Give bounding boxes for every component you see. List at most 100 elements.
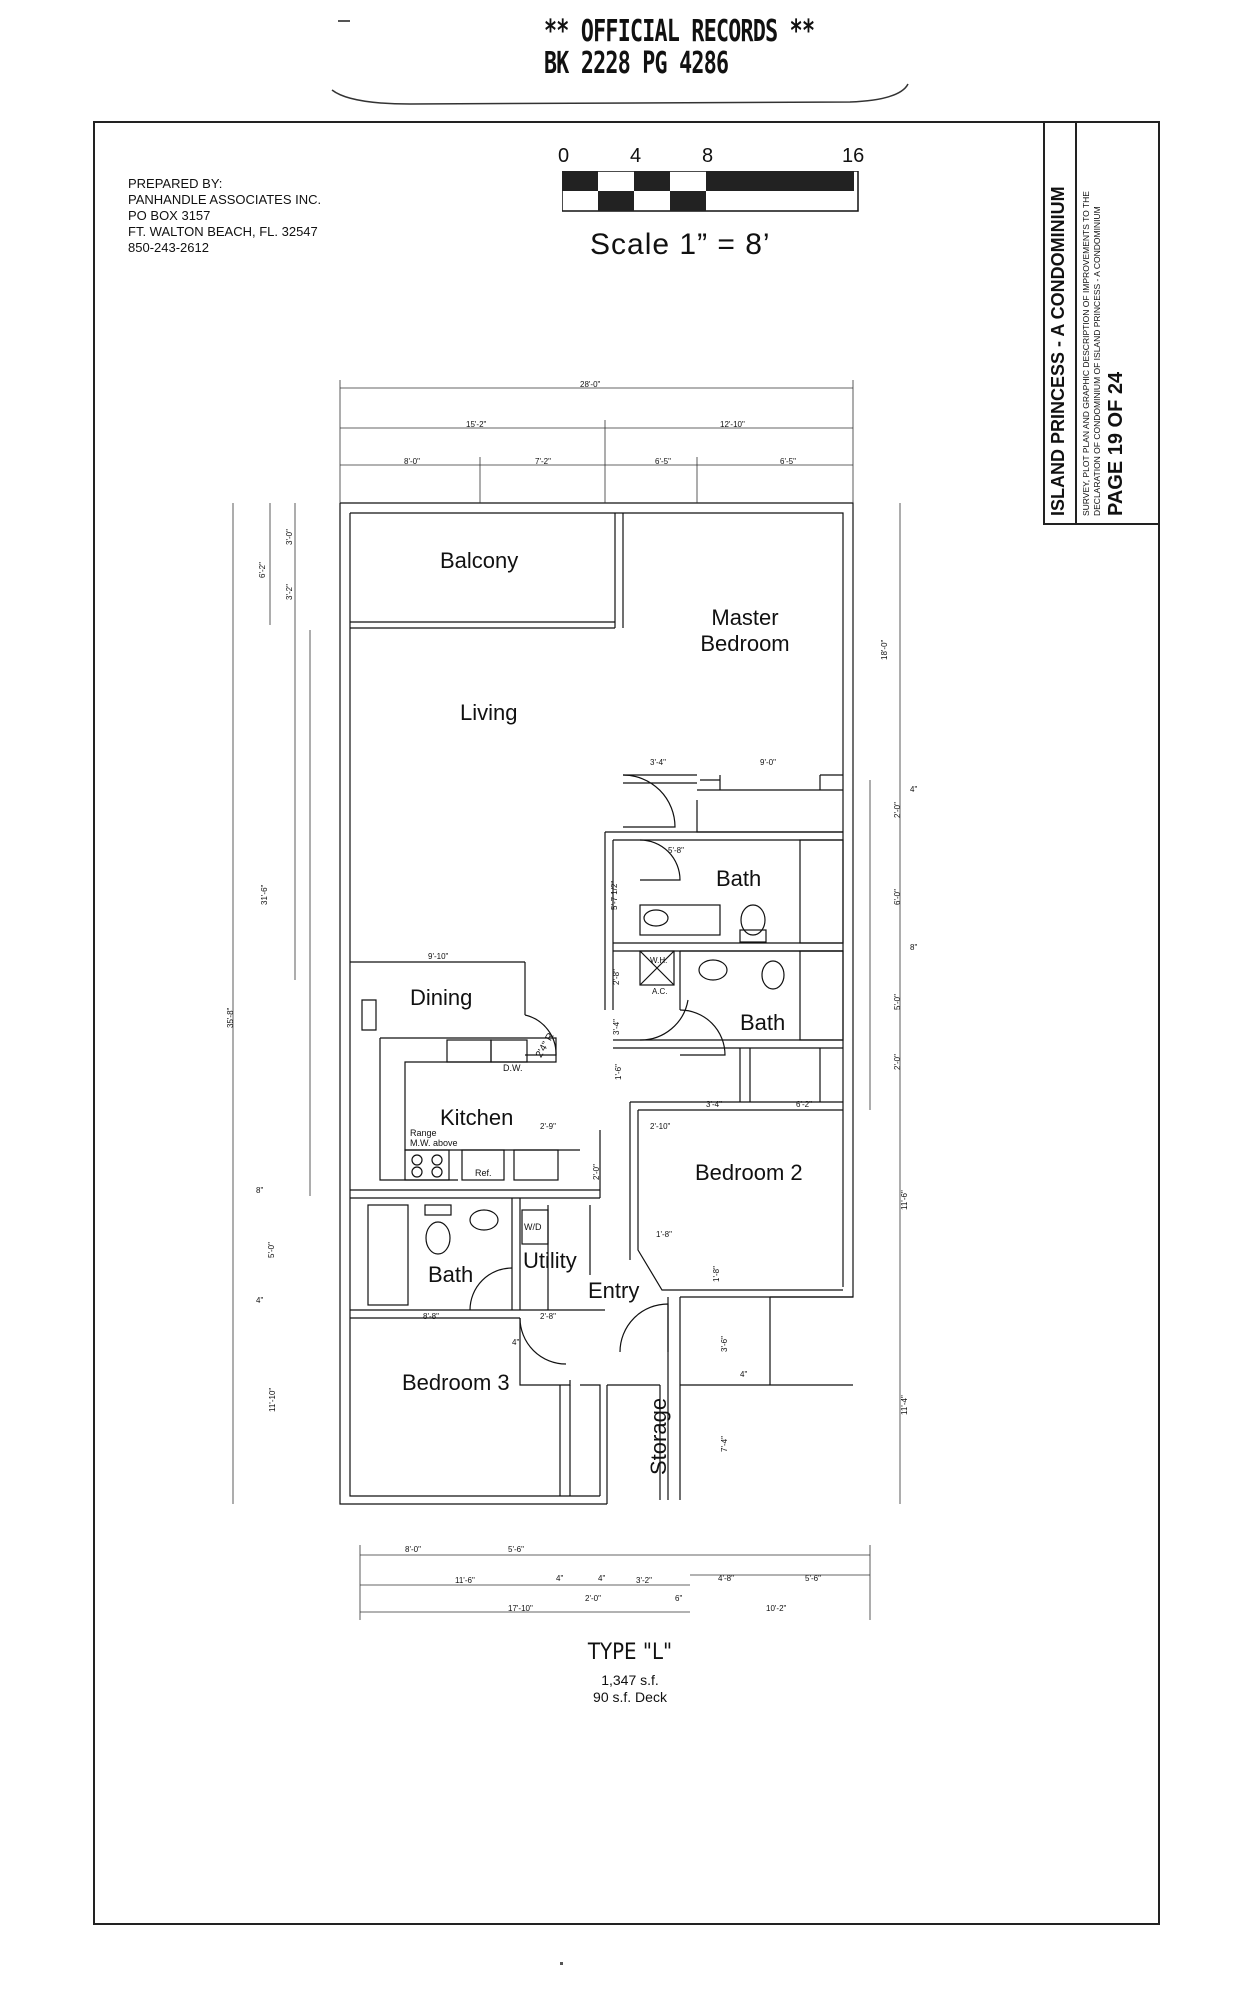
bath1-walls xyxy=(604,831,843,1010)
room-kitchen: Kitchen xyxy=(440,1105,514,1130)
dim-bot-f: 3'-2" xyxy=(636,1576,652,1585)
dim-right-h: 4" xyxy=(910,785,918,794)
dim-right-a: 18'-0" xyxy=(880,639,889,660)
official-records-line1: ** OFFICIAL RECORDS ** xyxy=(544,14,815,49)
kitchen-sink xyxy=(446,1039,492,1063)
title-block-divider xyxy=(1075,121,1077,523)
dim-bath-a: 5'-8" xyxy=(668,846,684,855)
dim-st-c: 4" xyxy=(740,1370,748,1379)
dim-left-d: 31'-6" xyxy=(260,884,269,905)
stamp-underline xyxy=(331,83,909,105)
kitchen-range xyxy=(404,1149,450,1181)
dim-b2-d: 1'-8" xyxy=(656,1230,672,1239)
scale-tick-8: 8 xyxy=(702,145,714,167)
room-utility: Utility xyxy=(523,1248,577,1273)
dim-bath-d: 3'-4" xyxy=(612,1019,621,1035)
dim-b2-e: 1'-8" xyxy=(712,1266,721,1282)
dim-left-b: 6'-2" xyxy=(258,562,267,578)
room-bedroom-2: Bedroom 2 xyxy=(695,1160,803,1185)
bath2-door xyxy=(679,1009,726,1056)
bath3-tub xyxy=(367,1204,409,1306)
dim-right-e: 5'-0" xyxy=(893,994,902,1010)
dim-bot-i: 17'-10" xyxy=(508,1604,533,1613)
dim-st-b: 7'-4" xyxy=(720,1436,729,1452)
dim-bot-d: 4" xyxy=(556,1574,564,1583)
dim-b2-c: 2'-10" xyxy=(650,1122,671,1131)
official-records-line2: BK 2228 PG 4286 xyxy=(544,46,729,81)
dim-left-f: 5'-0" xyxy=(267,1242,276,1258)
dim-right-c: 11'-4" xyxy=(900,1395,909,1415)
scale-bar-graphic xyxy=(562,171,859,212)
dim-b2-a: 3'-4" xyxy=(706,1100,722,1109)
room-bath-3: Bath xyxy=(428,1262,474,1287)
dim-top-c: 8'-0" xyxy=(404,457,420,466)
dim-left-i: 4" xyxy=(256,1296,264,1305)
dim-bot-l: 10'-2" xyxy=(766,1604,787,1613)
bedroom3-closet xyxy=(559,1385,571,1496)
dim-b3-a: 8'-8" xyxy=(423,1312,439,1321)
dim-bath-b: 5'-7 1/2" xyxy=(610,880,619,910)
dim-mb-a: 3'-4" xyxy=(650,758,666,767)
room-dining: Dining xyxy=(410,985,473,1010)
scale-label: Scale 1” = 8’ xyxy=(590,228,771,261)
dim-left-g: 11'-10" xyxy=(268,1387,277,1412)
dim-bot-j: 2'-0" xyxy=(585,1594,601,1603)
bedroom2-closet xyxy=(739,1048,821,1102)
bath1-toilet xyxy=(740,904,766,936)
scale-tick-16: 16 xyxy=(842,145,865,167)
bath3-walls xyxy=(350,1198,605,1319)
bath2-toilet xyxy=(761,960,785,990)
dim-u-a: 2'-8" xyxy=(540,1312,556,1321)
balcony-wall xyxy=(350,513,624,629)
preparer-block: PREPARED BY: PANHANDLE ASSOCIATES INC. P… xyxy=(128,176,322,255)
bath3-door xyxy=(469,1267,513,1311)
fixture-dw: D.W. xyxy=(503,1063,523,1073)
room-master-bedroom: Master Bedroom xyxy=(700,605,790,656)
scale-tick-4: 4 xyxy=(630,145,642,167)
dim-left-e: 35'-8" xyxy=(226,1007,235,1028)
dim-top-d: 7'-2" xyxy=(535,457,551,466)
bath3-toilet xyxy=(425,1221,451,1255)
drawing-sheet-border xyxy=(93,121,1160,1925)
header-dash xyxy=(338,20,350,22)
room-bath-2: Bath xyxy=(740,1010,786,1035)
bedroom3-door xyxy=(519,1317,567,1365)
unit-area: 1,347 s.f. xyxy=(601,1672,659,1688)
room-storage: Storage xyxy=(646,1397,671,1475)
bath2-tub xyxy=(799,950,844,1041)
dim-dining-w: 9'-10" xyxy=(428,952,449,961)
dim-left-a: 3'-0" xyxy=(285,529,294,545)
master-door xyxy=(622,774,676,828)
title-block xyxy=(1043,121,1160,525)
kitchen-ref xyxy=(461,1149,505,1181)
fixture-wd: W/D xyxy=(524,1222,542,1232)
dim-right-f: 2'-0" xyxy=(893,802,902,818)
dim-b3-b: 4" xyxy=(512,1338,520,1347)
bedroom2-walls xyxy=(629,1101,843,1291)
dim-top-e: 6'-5" xyxy=(655,457,671,466)
dim-bot-k: 6" xyxy=(675,1594,683,1603)
scale-tick-0: 0 xyxy=(558,145,570,167)
bath3-sink xyxy=(469,1209,499,1231)
fixture-ac: A.C. xyxy=(652,987,668,996)
dim-bath-e: 1'-6" xyxy=(614,1064,623,1080)
dim-right-d: 6'-0" xyxy=(893,889,902,905)
dim-right-i: 8" xyxy=(910,943,918,952)
dim-bot-a: 8'-0" xyxy=(405,1545,421,1554)
bath1-vanity xyxy=(639,904,721,936)
dim-right-b: 11'-6" xyxy=(900,1190,909,1210)
room-bath-1: Bath xyxy=(716,866,762,891)
utility-walls xyxy=(547,1205,591,1310)
deck-lines xyxy=(679,1296,853,1500)
entry-walls xyxy=(519,1297,669,1504)
fixture-ref: Ref. xyxy=(475,1168,492,1178)
wh-closet xyxy=(639,950,675,986)
dim-left-h: 8" xyxy=(256,1186,264,1195)
dim-bath-c: 2'-8" xyxy=(612,969,621,985)
bath1-tub xyxy=(799,839,844,944)
room-entry: Entry xyxy=(588,1278,640,1303)
bath2-sink xyxy=(698,959,728,981)
bath1-door xyxy=(639,839,681,881)
dim-top-a: 15'-2" xyxy=(466,420,487,429)
